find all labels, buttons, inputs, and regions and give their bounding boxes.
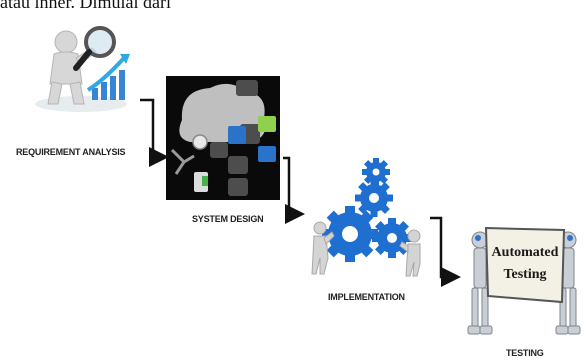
stage-label-implementation: IMPLEMENTATION	[328, 292, 405, 302]
gears-people-icon	[311, 158, 421, 277]
cut-off-text-line: atau inner. Dimulai dari	[0, 0, 171, 12]
sign-line-1: Automated	[492, 245, 559, 260]
arrow-design-to-implementation	[283, 156, 305, 224]
robots-sign-icon: Automated Testing	[467, 226, 581, 335]
arrow-implementation-to-testing	[430, 216, 461, 287]
system-design-blocks-icon	[166, 76, 280, 200]
stage-label-requirement-analysis: REQUIREMENT ANALYSIS	[16, 147, 126, 157]
magnifier-person-icon	[35, 26, 130, 112]
sign-line-2: Testing	[503, 267, 546, 282]
arrow-requirement-to-design	[140, 98, 169, 167]
stage-label-system-design: SYSTEM DESIGN	[192, 214, 264, 224]
stage-label-testing: TESTING	[506, 348, 544, 358]
